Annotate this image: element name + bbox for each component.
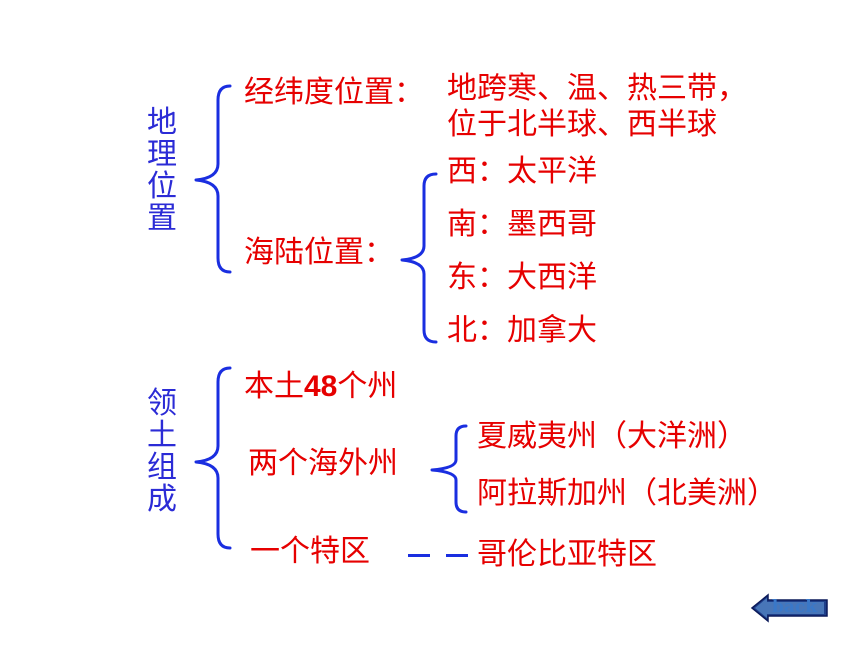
connector-dash-2: [446, 554, 468, 557]
neighbor-east: 东：大西洋: [447, 260, 597, 295]
overseas-label: 两个海外州: [248, 446, 398, 481]
latlon-line1: 地跨寒、温、热三带，: [447, 71, 747, 106]
back-button[interactable]: [750, 593, 830, 623]
mainland-prefix: 本土: [244, 369, 304, 404]
neighbor-west: 西：太平洋: [447, 154, 597, 189]
state-alaska: 阿拉斯加州（北美洲）: [477, 476, 777, 511]
mainland-states: 本土48个州: [244, 370, 397, 404]
connector-dash-1: [408, 554, 430, 557]
district-label: 一个特区: [250, 534, 370, 569]
mainland-suffix: 个州: [337, 369, 398, 404]
neighbor-south: 南：墨西哥: [447, 207, 597, 242]
sea-label: 海陆位置：: [244, 235, 394, 270]
territory-heading: 领土组成: [147, 386, 177, 517]
overseas-brace: [430, 424, 468, 514]
latlon-line2: 位于北半球、西半球: [447, 107, 717, 142]
back-label[interactable]: back: [772, 597, 818, 617]
mainland-count: 48: [304, 370, 338, 403]
territory-main-brace: [194, 366, 232, 550]
geo-heading: 地理位置: [147, 105, 177, 236]
state-hawaii: 夏威夷州（大洋洲）: [477, 419, 747, 454]
sea-brace: [400, 172, 438, 344]
neighbor-north: 北：加拿大: [447, 313, 597, 348]
latlon-label: 经纬度位置：: [244, 75, 424, 110]
geo-main-brace: [194, 84, 232, 274]
district-value: 哥伦比亚特区: [477, 537, 657, 572]
